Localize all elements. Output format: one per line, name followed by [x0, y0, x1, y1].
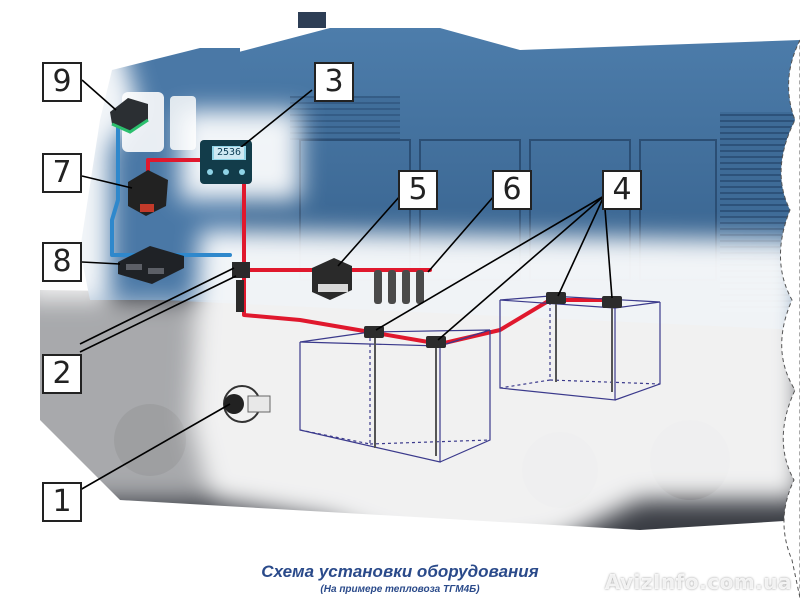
label-2: 2 [42, 354, 82, 394]
label-3: 3 [314, 62, 354, 102]
roof-horn [298, 12, 326, 28]
louver-panel [290, 96, 400, 140]
caption-subtitle: (На примере тепловоза ТГМ4Б) [320, 584, 480, 595]
label-1: 1 [42, 482, 82, 522]
label-8: 8 [42, 242, 82, 282]
sensor-heads [364, 292, 622, 348]
label-4: 4 [602, 170, 642, 210]
fuel-level-probes [374, 300, 613, 456]
display-readout: 2536 [214, 147, 244, 159]
leader-lines [79, 79, 613, 491]
signal-module-device [312, 258, 352, 300]
controller-device [118, 246, 184, 284]
seals-device [374, 270, 424, 304]
fuel-tank-right [499, 295, 661, 401]
label-7: 7 [42, 153, 82, 193]
tracker-device [128, 170, 168, 216]
label-5: 5 [398, 170, 438, 210]
label-9: 9 [42, 62, 82, 102]
caption-title: Схема установки оборудования [261, 562, 539, 581]
label-6: 6 [492, 170, 532, 210]
watermark: AvizInfo.com.ua [604, 570, 792, 594]
torn-edge [780, 39, 800, 598]
fuel-tank-left [299, 329, 491, 463]
red-wire-tank [242, 268, 612, 346]
flow-meter-device [223, 385, 271, 423]
gps-antenna-device [110, 98, 149, 134]
junction-device [232, 262, 250, 312]
